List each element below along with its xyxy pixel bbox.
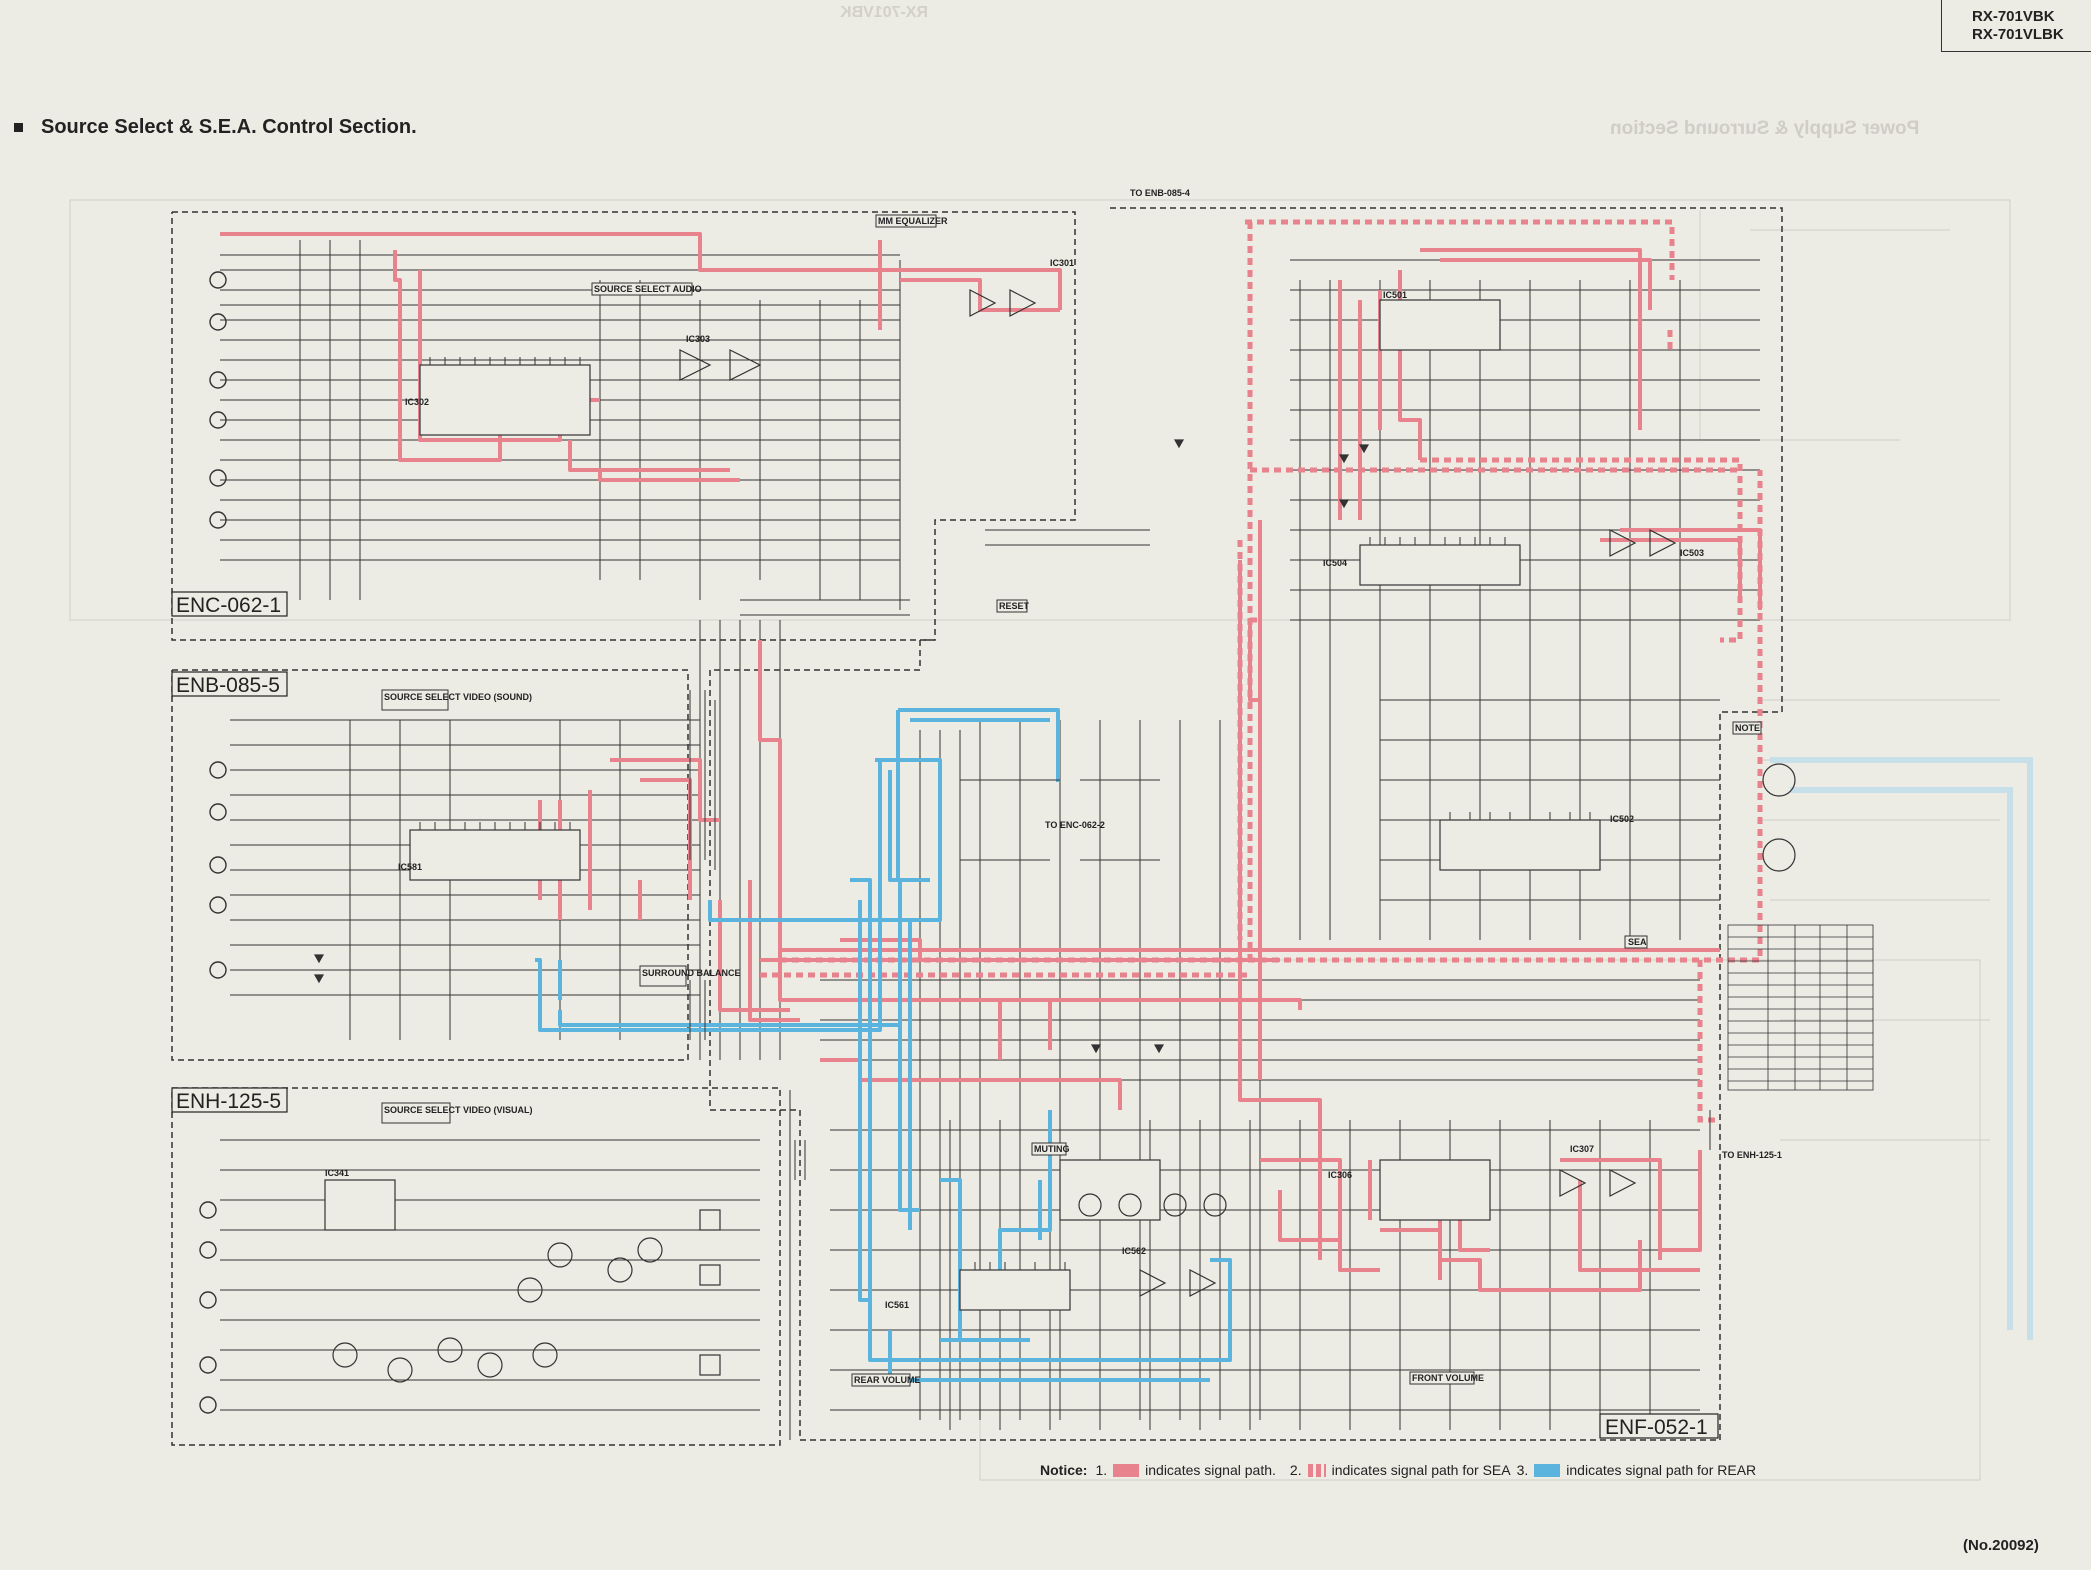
model-line-1: RX-701VBK [1972,8,2055,25]
section-title-text: Source Select & S.E.A. Control Section. [41,116,417,138]
rear-path-blue [535,708,1232,1382]
notice-item1-num: 1. [1095,1462,1108,1478]
opamp-symbols [679,289,1677,1297]
ic-blocks [324,299,1601,1311]
model-box: RX-701VBK RX-701VLBK [1941,0,2091,52]
input-jacks [199,271,227,1414]
ic301-label: IC301 [1050,258,1074,268]
notice-item2-num: 2. [1289,1462,1302,1478]
ic502-label: IC502 [1610,814,1634,824]
tag-source-select-audio: SOURCE SELECT AUDIO [594,284,702,294]
notice-label: Notice: [1040,1462,1088,1478]
bullet-icon [14,123,23,133]
tag-to-enh: TO ENH-125-1 [1722,1150,1782,1160]
tag-rear-volume: REAR VOLUME [854,1375,921,1385]
section-title: Source Select & S.E.A. Control Section. [14,116,417,139]
ic504-label: IC504 [1323,558,1347,568]
board-label-enf: ENF-052-1 [1605,1416,1708,1439]
tag-front-volume: FRONT VOLUME [1412,1373,1484,1383]
ic-designators: IC301 IC302 IC303 IC501 IC502 IC503 IC50… [325,258,1704,1310]
signal-path-swatch [1113,1463,1140,1477]
tag-surround-balance: SURROUND BALANCE [642,968,741,978]
notice-item1-text: indicates signal path. [1145,1462,1276,1478]
page-number: (No.20092) [1963,1537,2039,1554]
sea-path-swatch [1307,1463,1326,1477]
ic503-label: IC503 [1680,548,1704,558]
tag-source-select-video-sound: SOURCE SELECT VIDEO (SOUND) [384,692,532,702]
ic-pin-rows [419,357,1591,1270]
ic306-label: IC306 [1328,1170,1352,1180]
board-labels: ENC-062-1 ENB-085-5 ENH-125-5 ENF-052-1 [171,591,1719,1439]
ic501-label: IC501 [1383,290,1407,300]
notice-item3-text: indicates signal path for REAR [1566,1462,1757,1478]
tag-mm-equalizer: MM EQUALIZER [878,216,948,226]
section-tags: SOURCE SELECT AUDIO MM EQUALIZER SOURCE … [381,188,1782,1387]
notice-item3-num: 3. [1516,1462,1529,1478]
tag-note: NOTE [1735,723,1760,733]
ic561-label: IC561 [885,1300,909,1310]
ic302-label: IC302 [405,397,429,407]
tag-muting: MUTING [1034,1144,1070,1154]
tag-reset: RESET [999,601,1030,611]
sea-path-dashed [760,219,1763,1123]
note-table [1727,924,1874,1091]
board-label-enc: ENC-062-1 [176,594,281,617]
board-label-enh: ENH-125-5 [176,1090,281,1113]
ic562-label: IC562 [1122,1246,1146,1256]
ghost-rear-path [1770,757,2033,1340]
rear-path-swatch [1534,1463,1561,1477]
board-label-enb: ENB-085-5 [176,674,280,697]
tag-to-enb: TO ENB-085-4 [1130,188,1190,198]
diode-symbols [313,439,1370,1054]
ic341-label: IC341 [325,1168,349,1178]
ic303-label: IC303 [686,334,710,344]
connector-pins [689,529,1711,1180]
tag-to-enc: TO ENC-062-2 [1045,820,1105,830]
notice-legend: Notice: 1. indicates signal path. 2. ind… [1040,1462,1756,1478]
ic581-label: IC581 [398,862,422,872]
ic307-label: IC307 [1570,1144,1594,1154]
model-line-2: RX-701VLBK [1972,26,2064,43]
board-outlines [171,207,1783,1446]
transistor-symbols [332,763,1796,1383]
tag-source-select-video-visual: SOURCE SELECT VIDEO (VISUAL) [384,1105,533,1115]
notice-item2-text: indicates signal path for SEA [1331,1462,1511,1478]
tag-sea: SEA [1628,937,1647,947]
